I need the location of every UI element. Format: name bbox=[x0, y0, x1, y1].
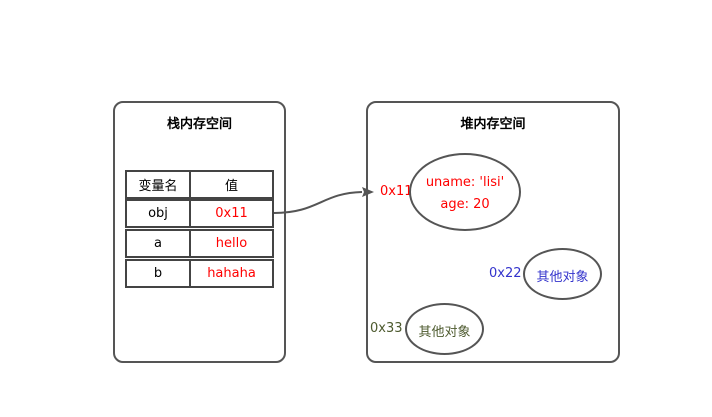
object1-address: 0x11 bbox=[380, 184, 413, 199]
row-b-name: b bbox=[125, 259, 191, 288]
object2-address: 0x22 bbox=[489, 266, 522, 281]
object3-address: 0x33 bbox=[370, 321, 403, 336]
heap-memory-title: 堆内存空间 bbox=[460, 117, 526, 132]
object3-ellipse: 其他对象 bbox=[405, 303, 484, 355]
header-variable-name: 变量名 bbox=[125, 170, 191, 199]
object3-label: 其他对象 bbox=[418, 325, 471, 340]
stack-memory-title: 栈内存空间 bbox=[166, 117, 232, 132]
object1-ellipse: uname: 'lisi' age: 20 bbox=[409, 153, 521, 231]
object1-age: age: 20 bbox=[440, 197, 490, 212]
header-value: 值 bbox=[189, 170, 274, 199]
row-b-value: hahaha bbox=[189, 259, 274, 288]
object2-ellipse: 其他对象 bbox=[523, 248, 602, 300]
object2-label: 其他对象 bbox=[536, 270, 589, 285]
row-a-value: hello bbox=[189, 229, 274, 258]
reference-arrow-line bbox=[273, 191, 363, 214]
row-obj-value: 0x11 bbox=[189, 199, 274, 228]
row-obj-name: obj bbox=[125, 199, 191, 228]
heap-memory-panel: 堆内存空间 bbox=[366, 101, 620, 363]
object1-uname: uname: 'lisi' bbox=[425, 175, 505, 190]
row-a-name: a bbox=[125, 229, 191, 258]
